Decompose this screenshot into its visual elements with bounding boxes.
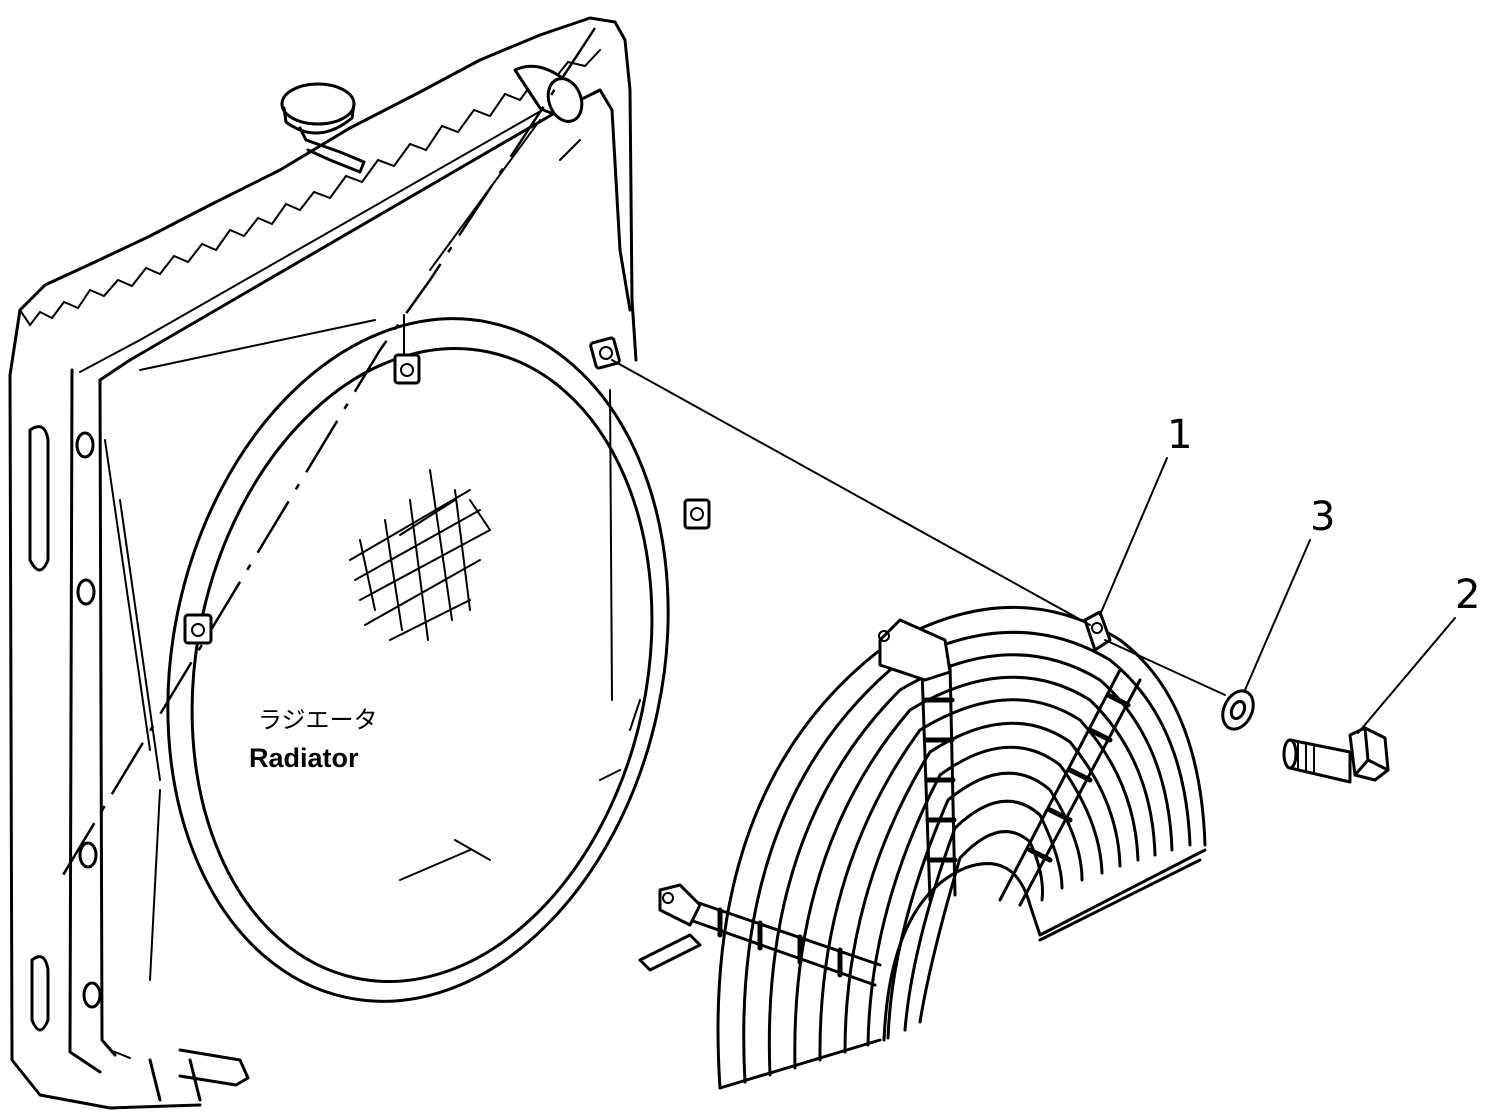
radiator-side-details (28, 425, 102, 1032)
ring-bracket-top-right (589, 336, 621, 370)
radiator-label-jp: ラジエータ (258, 706, 378, 734)
bolt (1282, 726, 1390, 784)
ring-bracket-left (183, 613, 213, 645)
ring-bracket-right (683, 498, 711, 530)
ring-bracket-top (393, 353, 421, 385)
lower-hose-pipe (148, 1048, 250, 1102)
fan-guard-strap-horizontal (638, 883, 882, 987)
radiator-core-border (98, 88, 632, 1057)
fan-guard-strap-vertical (878, 618, 958, 902)
callout-1: 1 (1167, 412, 1192, 458)
radiator-core-mesh (349, 469, 491, 641)
fan-guard (638, 605, 1207, 1090)
radiator-cap (280, 82, 366, 174)
washer (1221, 689, 1255, 731)
radiator-top-tank (19, 49, 601, 327)
upper-hose-pipe (513, 64, 584, 123)
radiator (8, 16, 641, 1110)
fan-guard-strap-diagonal (998, 610, 1142, 907)
leader-lines (403, 314, 1456, 734)
radiator-frame (8, 16, 638, 1110)
callout-3: 3 (1310, 494, 1335, 540)
radiator-label-en: Radiator (249, 743, 359, 773)
callout-2: 2 (1455, 572, 1480, 618)
fan-shroud-ring (166, 317, 711, 1003)
